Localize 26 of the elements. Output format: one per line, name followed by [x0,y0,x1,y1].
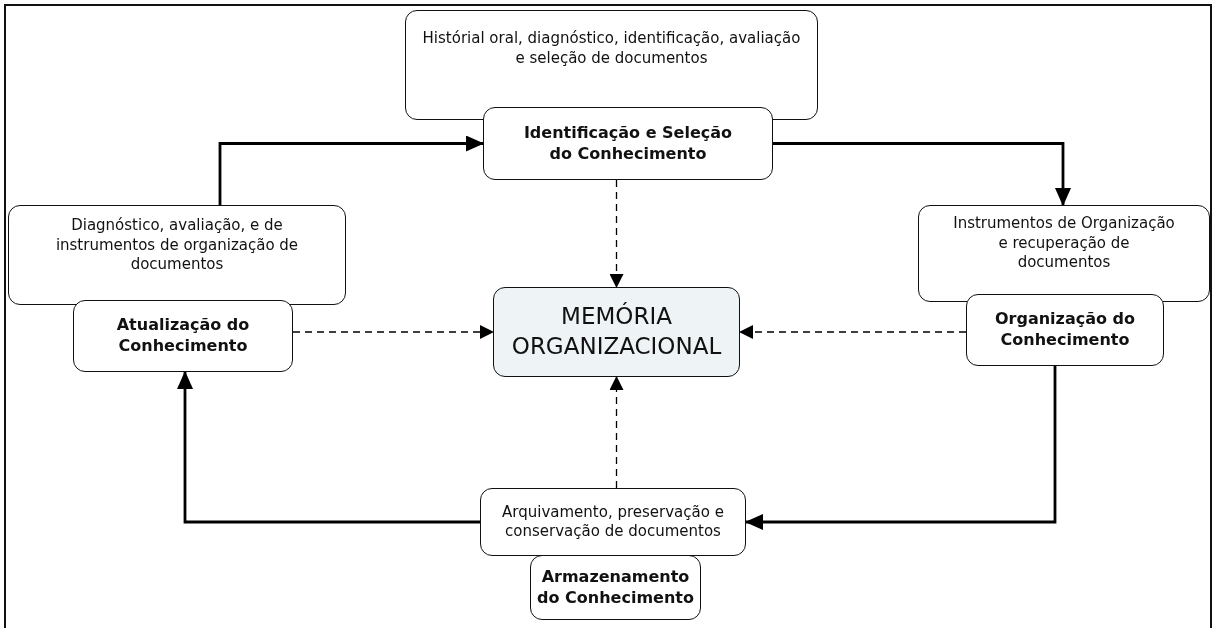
arrow [745,366,1057,530]
dashed-arrow [292,325,494,339]
box-text: MEMÓRIA ORGANIZACIONAL [510,302,723,361]
process-box [405,10,818,120]
process-box [8,205,346,305]
box-text: Instrumentos de Organização e recuperação de documentos [953,214,1175,273]
arrow [773,142,1071,206]
box-title: Armazenamento do Conhecimento [536,566,695,609]
box-title: Identificação e Seleção do Conhecimento [522,122,734,165]
arrow [218,135,484,205]
dashed-arrow [609,179,624,288]
process-box [480,488,746,556]
box-text: Arquivamento, preservação e conservação de documentos [501,502,725,542]
process-box [918,205,1210,302]
box-title: Organização do Conhecimento [994,309,1136,351]
arrow [177,371,480,524]
process-box [483,107,773,180]
process-box [966,294,1164,366]
box-text: Histórial oral, diagnóstico, identificação, avaliação e seleção de documentos [421,29,802,68]
box-title: Atualização do Conhecimento [115,315,251,357]
box-text: Diagnóstico, avaliação, e de instrumentos de organização de documentos [54,216,300,275]
central-box [493,287,740,377]
dashed-arrow [739,325,967,339]
dashed-arrow [609,376,624,489]
process-box [530,555,701,620]
process-box [73,300,293,372]
